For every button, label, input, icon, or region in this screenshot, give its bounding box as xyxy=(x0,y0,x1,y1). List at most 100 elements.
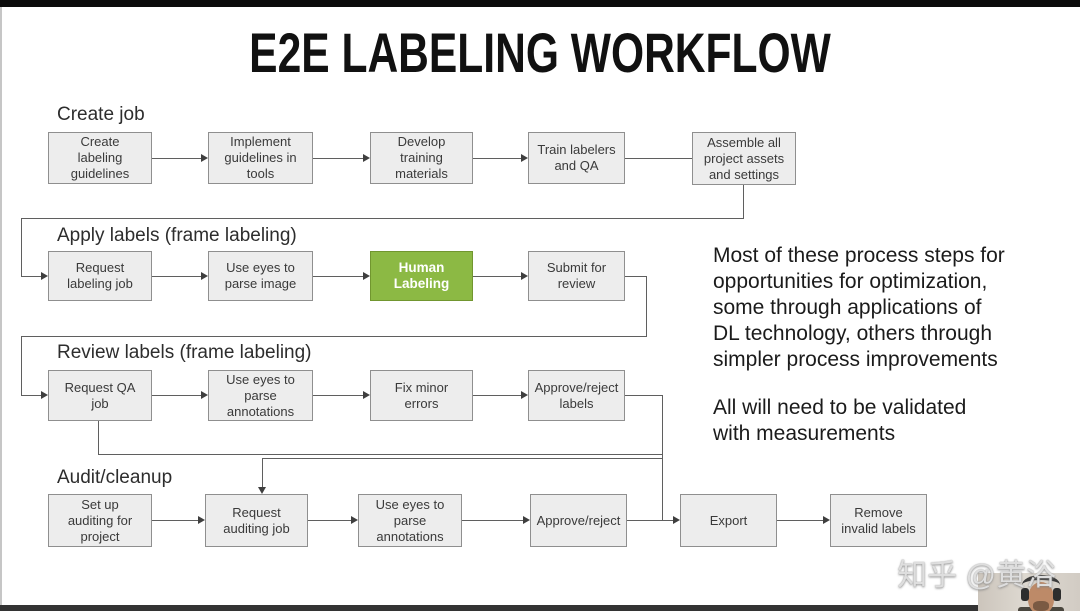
connector-line xyxy=(777,520,823,521)
arrowhead-icon xyxy=(201,272,208,280)
section-label-audit-cleanup: Audit/cleanup xyxy=(57,467,173,488)
connector-line xyxy=(627,520,673,521)
connector-line xyxy=(21,336,22,395)
flow-box-implement-guidelines: Implement guidelines in tools xyxy=(208,132,313,184)
arrowhead-icon xyxy=(673,516,680,524)
connector-line xyxy=(308,520,351,521)
flow-box-parse-image: Use eyes to parse image xyxy=(208,251,313,301)
flow-box-create-labeling-guidelines: Create labeling guidelines xyxy=(48,132,152,184)
arrowhead-icon xyxy=(41,272,48,280)
arrowhead-icon xyxy=(521,391,528,399)
connector-line xyxy=(21,218,22,276)
arrowhead-icon xyxy=(198,516,205,524)
flow-box-parse-annotations: Use eyes to parse annotations xyxy=(208,370,313,421)
headphones-icon xyxy=(1022,575,1060,595)
headphone-earcup-left xyxy=(1021,588,1029,601)
connector-line xyxy=(152,520,198,521)
connector-line xyxy=(152,395,201,396)
connector-line xyxy=(625,276,646,277)
flow-box-fix-minor-errors: Fix minor errors xyxy=(370,370,473,421)
connector-line xyxy=(625,158,692,159)
flow-box-parse-annotations-audit: Use eyes to parse annotations xyxy=(358,494,462,547)
section-label-review-labels: Review labels (frame labeling) xyxy=(57,342,312,363)
connector-line xyxy=(262,458,663,459)
slide-left-edge xyxy=(0,7,2,605)
flow-box-request-qa-job: Request QA job xyxy=(48,370,152,421)
flow-box-label: Approve/reject xyxy=(536,512,621,528)
connector-line xyxy=(646,276,647,336)
connector-line xyxy=(98,454,663,455)
arrowhead-icon xyxy=(363,272,370,280)
flow-box-label: Submit for review xyxy=(546,260,607,291)
webcam-overlay xyxy=(978,573,1080,611)
flow-box-label: Request auditing job xyxy=(223,504,290,536)
flow-box-assemble-project-assets: Assemble all project assets and settings xyxy=(692,132,796,185)
arrowhead-icon xyxy=(521,272,528,280)
connector-line xyxy=(462,520,523,521)
connector-line xyxy=(313,276,363,277)
flow-box-remove-invalid-labels: Remove invalid labels xyxy=(830,494,927,547)
page-title: E2E LABELING WORKFLOW xyxy=(249,21,831,84)
section-label-apply-labels: Apply labels (frame labeling) xyxy=(57,225,297,246)
connector-line xyxy=(21,276,41,277)
arrowhead-icon xyxy=(41,391,48,399)
letterbox-bottom xyxy=(0,605,1080,611)
arrowhead-icon xyxy=(823,516,830,524)
connector-line xyxy=(313,158,363,159)
flow-box-label: Train labelers and QA xyxy=(537,142,616,173)
flow-box-export: Export xyxy=(680,494,777,547)
connector-line xyxy=(473,158,521,159)
flow-box-label: Set up auditing for project xyxy=(67,496,133,544)
arrowhead-icon xyxy=(363,154,370,162)
flow-box-label: Use eyes to parse annotations xyxy=(375,496,445,544)
flow-box-label: Approve/reject labels xyxy=(534,379,619,411)
flow-box-label: Develop training materials xyxy=(395,134,448,181)
connector-line xyxy=(21,395,41,396)
flow-box-label: Use eyes to parse annotations xyxy=(226,371,295,419)
connector-line xyxy=(152,276,201,277)
flow-box-label: Create labeling guidelines xyxy=(70,134,130,181)
zhihu-watermark: 知乎 @黄浴 xyxy=(897,559,1056,592)
connector-line xyxy=(152,158,201,159)
arrowhead-icon xyxy=(351,516,358,524)
presenter-beard xyxy=(1033,601,1049,611)
flow-box-label: Export xyxy=(709,512,748,528)
arrowhead-icon xyxy=(258,487,266,494)
flow-box-request-labeling-job: Request labeling job xyxy=(48,251,152,301)
arrowhead-icon xyxy=(523,516,530,524)
flow-box-develop-training-materials: Develop training materials xyxy=(370,132,473,184)
connector-line xyxy=(98,421,99,454)
flow-box-request-auditing-job: Request auditing job xyxy=(205,494,308,547)
flow-box-approve-reject: Approve/reject xyxy=(530,494,627,547)
flow-box-label: Request QA job xyxy=(64,379,136,411)
connector-line xyxy=(473,395,521,396)
connector-line xyxy=(262,458,263,487)
connector-line xyxy=(743,185,744,219)
connector-line xyxy=(473,276,521,277)
letterbox-top xyxy=(0,0,1080,7)
headphone-earcup-right xyxy=(1053,588,1061,601)
arrowhead-icon xyxy=(521,154,528,162)
arrowhead-icon xyxy=(201,154,208,162)
arrowhead-icon xyxy=(201,391,208,399)
flow-box-label: Human Labeling xyxy=(393,260,450,291)
flow-box-label: Implement guidelines in tools xyxy=(224,134,297,181)
flow-box-label: Assemble all project assets and settings xyxy=(703,134,785,182)
flow-box-label: Fix minor errors xyxy=(394,379,449,411)
connector-line xyxy=(662,395,663,520)
side-note-optimization: Most of these process steps for opportun… xyxy=(713,244,1005,371)
flow-box-train-labelers-qa: Train labelers and QA xyxy=(528,132,625,184)
section-label-create-job: Create job xyxy=(57,104,145,125)
flow-box-label: Remove invalid labels xyxy=(841,504,916,536)
connector-line xyxy=(21,336,647,337)
connector-line xyxy=(21,218,744,219)
flow-box-label: Request labeling job xyxy=(67,260,133,291)
connector-line xyxy=(625,395,662,396)
side-note-validation: All will need to be validated with measu… xyxy=(713,396,967,445)
flow-box-approve-reject-labels: Approve/reject labels xyxy=(528,370,625,421)
flow-box-human-labeling: Human Labeling xyxy=(370,251,473,301)
flow-box-label: Use eyes to parse image xyxy=(224,260,297,291)
flow-box-setup-auditing: Set up auditing for project xyxy=(48,494,152,547)
flow-box-submit-for-review: Submit for review xyxy=(528,251,625,301)
